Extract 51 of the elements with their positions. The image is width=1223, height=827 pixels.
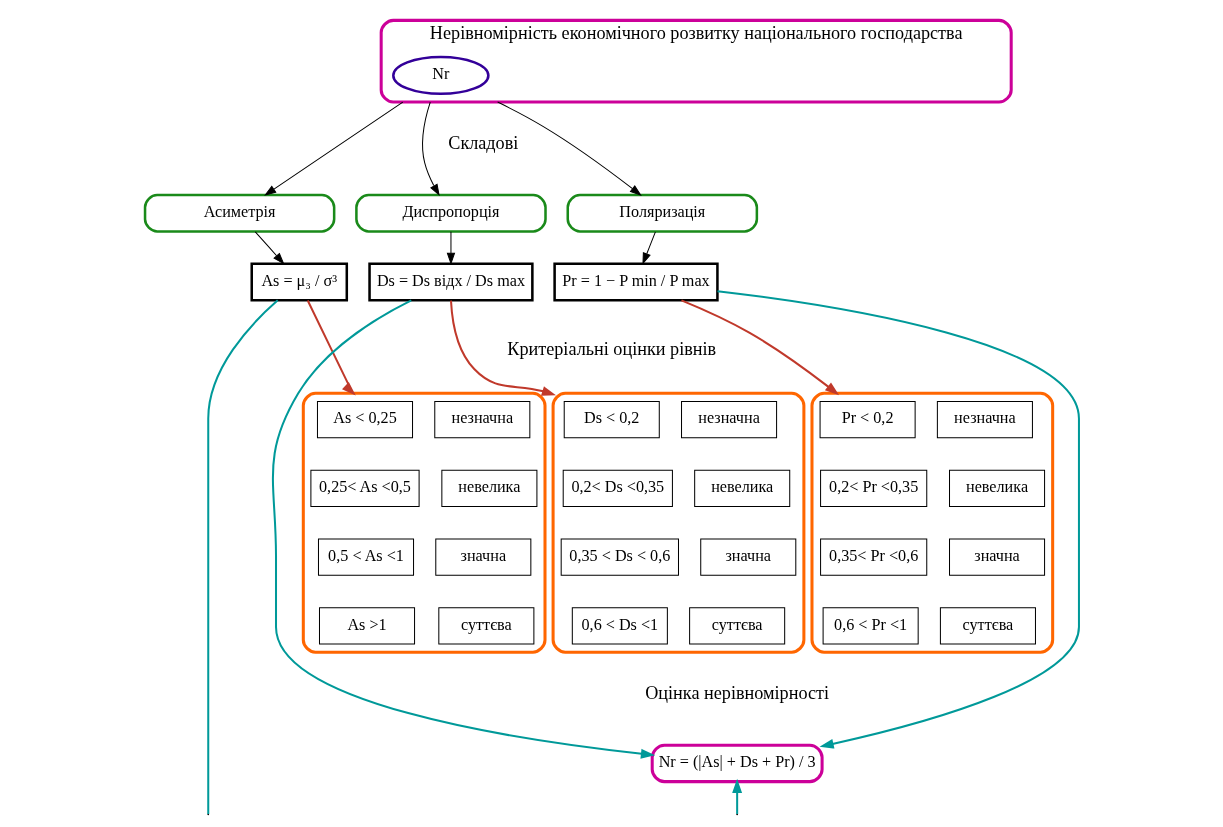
node-box: 0,5 < As <1 [317,538,414,576]
node-box: Асиметрія [143,193,335,233]
connector [206,299,278,814]
node-box: As >1 [318,607,415,645]
node-box: Ds = Ds відх / Ds max [367,262,534,302]
node-box: 0,35< Pr <0,6 [819,538,927,576]
node-box: 0,6 < Ds <1 [571,607,668,645]
arrow [449,300,556,396]
node-box: значна [434,538,531,576]
node-box: 0,2< Pr <0,35 [819,469,927,508]
node-box: невелика [440,469,537,508]
node-box: Ds < 0,2 [563,400,660,439]
arrow [716,290,1080,749]
arrow [306,300,356,396]
label: Складові [447,132,518,153]
node-box: невелика [948,469,1045,508]
arrow [254,231,284,265]
node-box: значна [699,538,796,576]
arrow [641,231,656,265]
arrow [446,231,455,265]
node-ellipse: Nr [391,55,490,96]
node-box: Диспропорція [354,193,547,233]
node-box: суттєва [939,607,1036,645]
arrow [680,299,839,396]
node-box: 0,35 < Ds < 0,6 [560,538,679,576]
label: Оцінка нерівномірності [644,683,829,704]
cluster [301,391,546,654]
node-box: As = μ₃ / σ³ [249,262,348,302]
node-box: Pr = 1 − P min / P max [552,262,719,302]
arrow [263,101,403,196]
node-box: 0,6 < Pr <1 [822,607,919,645]
label: Критеріальні оцінки рівнів [506,339,716,360]
node-box: 0,25< As <0,5 [309,469,420,508]
arrow [271,299,655,759]
node-box: Nr = (|As| + Ds + Pr) / 3 [650,743,824,784]
node-box: As < 0,25 [316,400,413,439]
node-box: суттєва [688,607,785,645]
arrow [731,778,742,814]
node-box: невелика [693,469,790,508]
node-box: незначна [936,400,1033,439]
cluster [809,391,1054,654]
node-box: Pr < 0,2 [819,400,916,439]
node-box: значна [948,538,1045,576]
node-box: незначна [680,400,777,439]
arrow [421,101,440,197]
node-box: незначна [433,400,530,439]
arrow [496,101,642,196]
cluster [551,391,805,654]
node-box: 0,2< Ds <0,35 [562,469,673,508]
node-box: суттєва [437,607,534,645]
node-box: Поляризація [566,193,758,233]
